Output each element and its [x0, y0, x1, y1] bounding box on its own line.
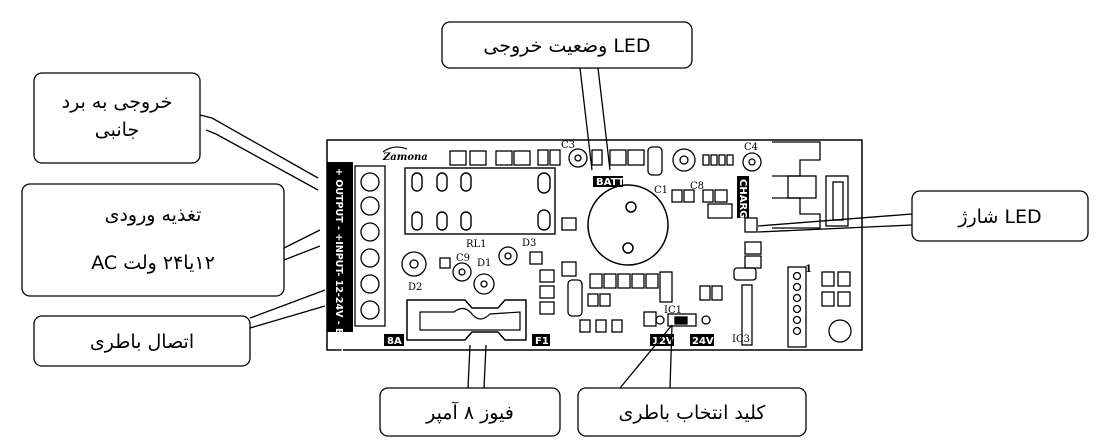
callout-side-board: خروجی به برد جانبی	[33, 72, 201, 164]
callout-battery-switch: کلید انتخاب باطری	[577, 387, 807, 437]
pcb-board: + OUTPUT - +INPUT- 12-24V - BATT + Zamon…	[326, 139, 863, 366]
top-components	[449, 146, 762, 176]
callout-led-charge: LED شارژ	[911, 190, 1089, 242]
callout-battery-switch-text: کلید انتخاب باطری	[619, 402, 767, 424]
callout-battery-connection: اتصال باطری	[33, 315, 251, 367]
callout-led-output: LED وضعیت خروجی	[441, 21, 693, 69]
callout-battery-connection-text: اتصال باطری	[90, 331, 194, 353]
label-24v: 24V	[692, 336, 714, 347]
callout-input: تغذیه ورودی ۱۲یا۲۴ ولت AC	[21, 183, 285, 297]
main-capacitor	[587, 184, 669, 266]
batt-led-tag	[593, 176, 623, 187]
label-d3: D3	[522, 238, 536, 249]
callout-fuse: فیوز ۸ آمپر	[379, 387, 561, 437]
terminal-strip	[327, 162, 353, 332]
callout-side-board-line2: جانبی	[95, 119, 139, 141]
terminal-block-text: + OUTPUT - +INPUT- 12-24V - BATT +	[333, 168, 344, 366]
label-ic1: IC1	[664, 305, 682, 316]
label-pin1: 1	[805, 264, 812, 275]
callout-led-charge-text: LED شارژ	[957, 206, 1041, 228]
fuse-holder	[406, 299, 527, 341]
tag-8a	[384, 334, 404, 346]
callout-input-line2: ۱۲یا۲۴ ولت AC	[91, 252, 215, 274]
label-f1: F1	[535, 336, 549, 347]
callout-fuse-text: فیوز ۸ آمپر	[425, 400, 514, 424]
lower-components	[401, 217, 673, 333]
tag-f1	[532, 334, 550, 346]
label-batt: BATT	[596, 177, 625, 188]
label-rl1: RL1	[466, 239, 487, 250]
pcb-logo: Zamona	[382, 152, 428, 163]
label-ic3: IC3	[732, 334, 750, 345]
label-8a: 8A	[387, 336, 402, 347]
battery-selector-switch	[655, 313, 711, 327]
label-c1: C1	[654, 185, 668, 196]
label-c3: C3	[561, 140, 575, 151]
board-outline	[326, 139, 863, 351]
right-components	[671, 141, 852, 348]
label-charge: CHARGE	[737, 179, 748, 225]
label-c4: C4	[744, 142, 758, 153]
label-d1: D1	[477, 258, 491, 269]
callout-input-line1: تغذیه ورودی	[105, 204, 202, 226]
label-c8: C8	[690, 181, 704, 192]
relay-rl1	[404, 167, 556, 235]
callout-led-output-text: LED وضعیت خروجی	[483, 35, 650, 57]
label-c9: C9	[456, 253, 470, 264]
tag-12v	[650, 334, 674, 346]
label-d2: D2	[408, 282, 422, 293]
tag-24v	[690, 334, 714, 346]
logo-swoosh	[382, 146, 408, 153]
callout-side-board-line1: خروجی به برد	[62, 91, 173, 113]
label-12v: 12V	[652, 336, 674, 347]
terminal-screws	[354, 165, 386, 327]
charge-led-tag	[737, 176, 749, 218]
